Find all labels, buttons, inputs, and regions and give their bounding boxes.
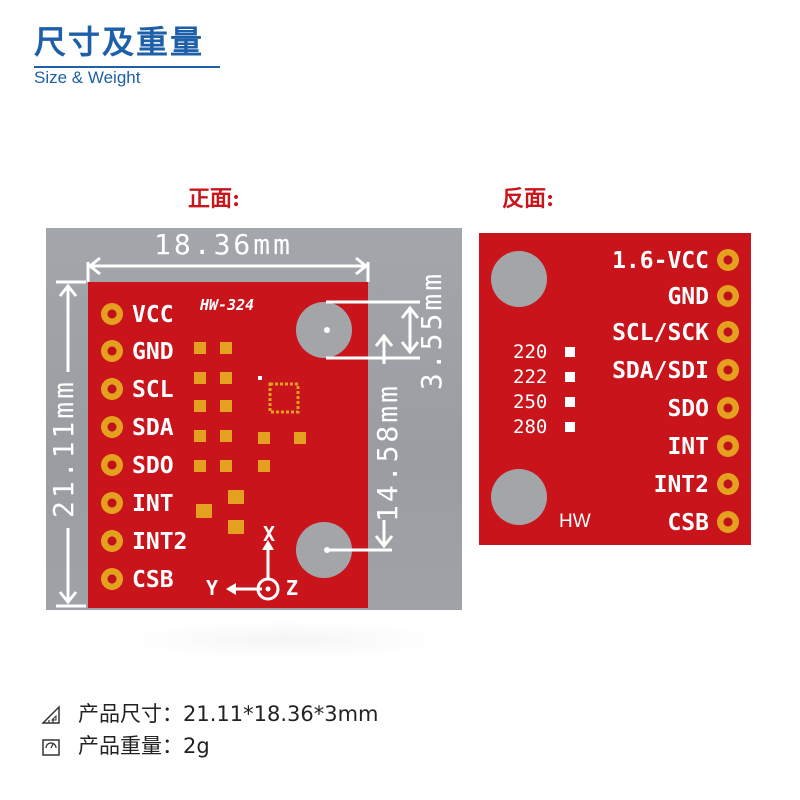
board-shadow	[120, 620, 450, 660]
pin-label-vcc: VCC	[132, 302, 174, 328]
pin-label-scl: SCL	[132, 377, 174, 403]
smd-pad	[220, 372, 232, 384]
back-pin-label-int2: INT2	[653, 472, 709, 498]
back-mark: HW	[559, 511, 591, 532]
front-board: VCC GND SCL SDA SDO INT INT2 CSB HW-324 …	[88, 282, 368, 608]
smd-pad	[194, 342, 206, 354]
pin-pad	[101, 454, 123, 476]
spec-weight: 产品重量：2g	[40, 730, 210, 760]
back-board: 1.6-VCC GND SCL/SCK SDA/SDI SDO INT INT2…	[479, 233, 751, 545]
option-box	[565, 347, 575, 357]
back-view-label: 反面:	[502, 186, 555, 212]
front-view-label: 正面:	[188, 186, 241, 212]
axis-z-label: Z	[286, 576, 299, 600]
sensor-chip-icon	[268, 382, 300, 414]
back-pin-label-sda: SDA/SDI	[612, 358, 709, 384]
pin-label-int2: INT2	[132, 529, 188, 555]
page-title: 尺寸及重量	[34, 23, 205, 61]
pin-pad	[717, 473, 739, 495]
pin-pad	[101, 492, 123, 514]
pin-pad	[101, 530, 123, 552]
page-subtitle: Size & Weight	[34, 68, 141, 87]
option-label-280: 280	[513, 416, 548, 438]
dim-height-label: 21.11mm	[47, 378, 81, 519]
smd-pad	[228, 490, 244, 504]
title-underline	[34, 66, 220, 68]
pin-pad	[717, 397, 739, 419]
pin-label-csb: CSB	[132, 567, 174, 593]
smd-pad	[294, 432, 306, 444]
pin1-dot	[258, 376, 262, 380]
option-label-250: 250	[513, 391, 548, 413]
pin-pad	[717, 321, 739, 343]
spec-size: 产品尺寸：21.11*18.36*3mm	[40, 698, 379, 728]
dim-width-label: 18.36mm	[154, 228, 294, 261]
pin-label-gnd: GND	[132, 339, 174, 365]
back-pin-label-vcc: 1.6-VCC	[612, 248, 709, 274]
pin-pad	[717, 285, 739, 307]
axis-y-label: Y	[206, 576, 219, 600]
smd-pad	[228, 520, 244, 534]
dim-hole-span-label: 14.58mm	[371, 382, 405, 523]
pin-pad	[101, 416, 123, 438]
smd-pad	[194, 460, 206, 472]
smd-pad	[220, 342, 232, 354]
spec-weight-text: 产品重量：2g	[78, 734, 210, 758]
back-pin-label-csb: CSB	[667, 510, 709, 536]
option-box	[565, 397, 575, 407]
back-pin-label-sdo: SDO	[667, 396, 709, 422]
pin-pad	[101, 303, 123, 325]
option-box	[565, 372, 575, 382]
ruler-icon	[41, 705, 60, 724]
spec-size-text: 产品尺寸：21.11*18.36*3mm	[78, 702, 379, 726]
axis-x-label: X	[263, 522, 276, 546]
smd-pad	[194, 400, 206, 412]
smd-pad	[194, 430, 206, 442]
pin-pad	[101, 378, 123, 400]
smd-pad	[194, 372, 206, 384]
option-label-220: 220	[513, 341, 548, 363]
axis-marker-icon	[226, 540, 280, 601]
smd-pad	[196, 504, 212, 518]
mount-hole-top	[491, 251, 547, 307]
mount-hole-bottom	[491, 469, 547, 525]
pin-pad	[101, 340, 123, 362]
pin-label-sda: SDA	[132, 415, 174, 441]
pin-label-sdo: SDO	[132, 453, 174, 479]
option-label-222: 222	[513, 366, 548, 388]
back-pin-label-gnd: GND	[667, 284, 709, 310]
smd-pad	[220, 460, 232, 472]
pin-pad	[717, 511, 739, 533]
pin-pad	[717, 435, 739, 457]
pin-label-int: INT	[132, 491, 174, 517]
scale-icon	[42, 739, 60, 756]
model-label: HW-324	[200, 296, 255, 314]
smd-pad	[220, 430, 232, 442]
pin-pad	[717, 249, 739, 271]
smd-pad	[258, 460, 270, 472]
option-box	[565, 422, 575, 432]
smd-pad	[220, 400, 232, 412]
dim-hole-gap-label: 3.55mm	[415, 270, 449, 391]
pin-pad	[717, 359, 739, 381]
pin-pad	[101, 568, 123, 590]
back-pin-label-int: INT	[667, 434, 709, 460]
smd-pad	[258, 432, 270, 444]
back-pin-label-scl: SCL/SCK	[612, 320, 709, 346]
